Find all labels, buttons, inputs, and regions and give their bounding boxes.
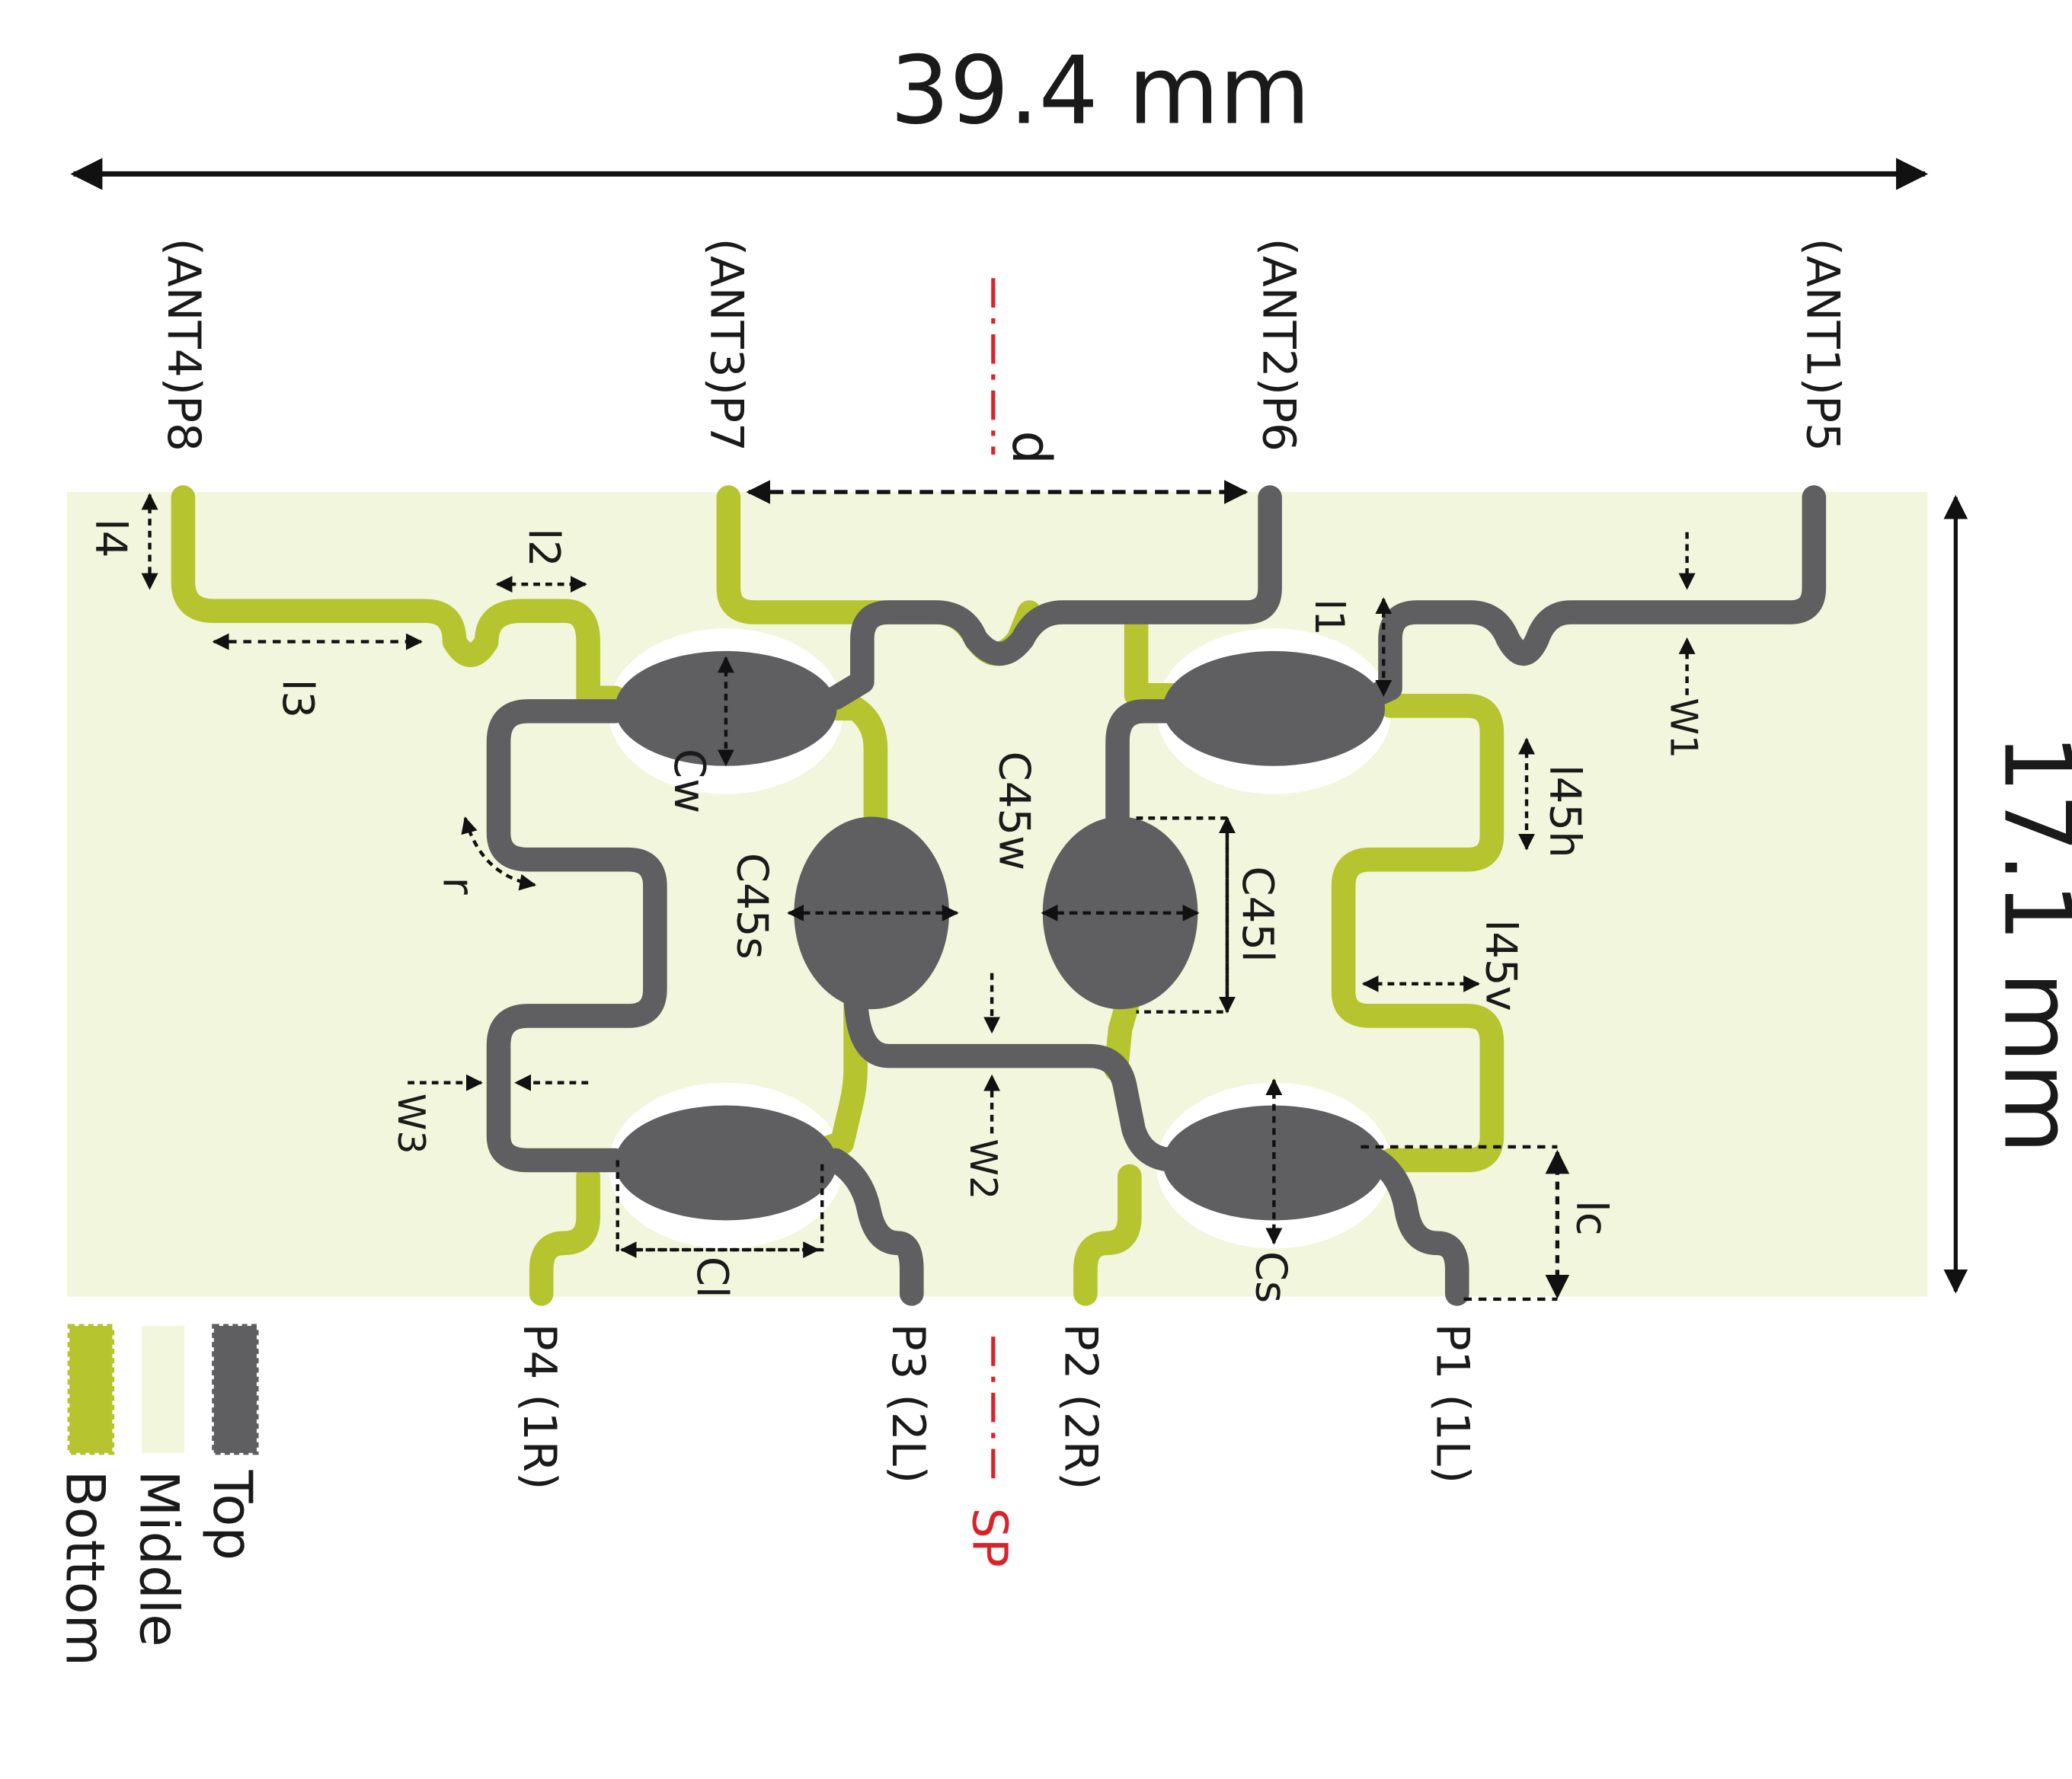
port-p7-label: (ANT3)P7: [700, 238, 753, 452]
param-cw: Cw: [664, 749, 714, 813]
port-p8-label: (ANT4)P8: [157, 238, 209, 452]
param-l1: l1: [1306, 599, 1352, 635]
param-l45v: l45v: [1476, 920, 1525, 1011]
legend-swatch-middle: [142, 1326, 185, 1453]
param-w1: W1: [1662, 698, 1706, 759]
coupler-45-right: [1042, 816, 1198, 1010]
coupler-top-right: [1162, 650, 1386, 766]
bottom-port-labels: P4 (1R) P3 (2L) P2 (2R) P1 (1L): [513, 1324, 1479, 1490]
param-l3: l3: [273, 679, 322, 718]
port-p5-label: (ANT1)P5: [1796, 238, 1849, 452]
legend-label-bottom: Bottom: [54, 1471, 117, 1666]
width-label: 39.4 mm: [890, 37, 1310, 145]
param-c45l: C45l: [1233, 866, 1282, 962]
legend-swatch-top: [212, 1324, 259, 1455]
width-dimension: 39.4 mm: [70, 37, 1929, 190]
port-p6-label: (ANT2)P6: [1252, 238, 1304, 452]
port-p4-label: P4 (1R): [513, 1324, 565, 1490]
sp-label: SP: [962, 1508, 1018, 1567]
parameter-labels: d l4 l3 l2 l1 W1 Cw l45h C45w C45s C45l …: [85, 430, 1706, 1303]
param-cs: Cs: [1246, 1251, 1296, 1303]
dimension-annotations: [141, 480, 1968, 1302]
legend-label-top: Top: [201, 1470, 264, 1560]
param-l2: l2: [519, 528, 568, 567]
port-p3-label: P3 (2L): [881, 1324, 934, 1484]
port-p1-label: P1 (1L): [1425, 1324, 1478, 1484]
board-middle-layer: [66, 492, 1928, 1297]
param-w2: W2: [961, 1139, 1006, 1199]
legend: Top Middle Bottom: [54, 1324, 264, 1666]
param-l4: l4: [85, 519, 135, 557]
param-d: d: [1000, 430, 1063, 465]
param-c45s: C45s: [727, 853, 777, 960]
top-layer-traces: [486, 485, 1827, 1306]
param-lc: lc: [1567, 1200, 1616, 1235]
legend-swatch-bottom: [67, 1324, 115, 1455]
legend-label-middle: Middle: [127, 1471, 190, 1647]
param-w3: W3: [389, 1094, 433, 1155]
height-label: 17.1 mm: [1983, 733, 2072, 1154]
coupler-bottom-left: [615, 1105, 837, 1221]
param-l45h: l45h: [1540, 765, 1590, 858]
port-p2-label: P2 (2R): [1054, 1324, 1107, 1490]
param-r: r: [433, 877, 483, 895]
param-cl: Cl: [687, 1257, 737, 1298]
top-port-labels: (ANT4)P8 (ANT3)P7 (ANT2)P6 (ANT1)P5: [157, 238, 1848, 452]
param-c45w: C45w: [990, 752, 1039, 871]
